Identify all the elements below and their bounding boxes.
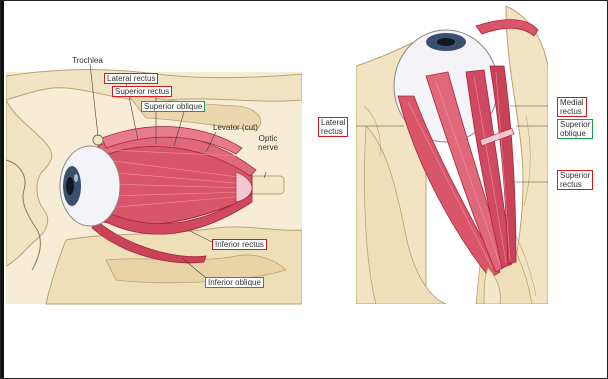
label-superior-rectus-left: Superior rectus	[112, 86, 172, 97]
label-superior-rectus-right: Superior rectus	[557, 170, 593, 190]
label-lateral-rectus-left: Lateral rectus	[104, 73, 158, 84]
label-optic-nerve: Optic nerve	[258, 134, 278, 152]
label-levator: Levator (cut)	[213, 123, 258, 132]
label-medial-rectus-line2: rectus	[560, 107, 584, 116]
label-lateral-rectus-right-line2: rectus	[321, 127, 345, 136]
label-superior-oblique-right: Superior oblique	[557, 119, 593, 139]
label-superior-oblique-left: Superior oblique	[141, 101, 205, 112]
label-lateral-rectus-right: Lateral rectus	[318, 117, 348, 137]
label-medial-rectus: Medial rectus	[557, 97, 587, 117]
label-optic-nerve-line1: Optic	[258, 134, 278, 143]
label-trochlea: Trochlea	[72, 56, 103, 65]
label-lateral-rectus-right-line1: Lateral	[321, 118, 345, 127]
label-superior-rectus-right-line1: Superior	[560, 171, 590, 180]
label-inferior-oblique-left: Inferior oblique	[205, 277, 264, 288]
label-superior-oblique-right-line1: Superior	[560, 120, 590, 129]
label-medial-rectus-line1: Medial	[560, 98, 584, 107]
left-border	[1, 1, 4, 378]
label-superior-rectus-right-line2: rectus	[560, 180, 590, 189]
label-optic-nerve-line2: nerve	[258, 143, 278, 152]
superior-view-illustration	[356, 6, 548, 304]
label-superior-oblique-right-line2: oblique	[560, 129, 590, 138]
label-inferior-rectus-left: Inferior rectus	[212, 239, 267, 250]
